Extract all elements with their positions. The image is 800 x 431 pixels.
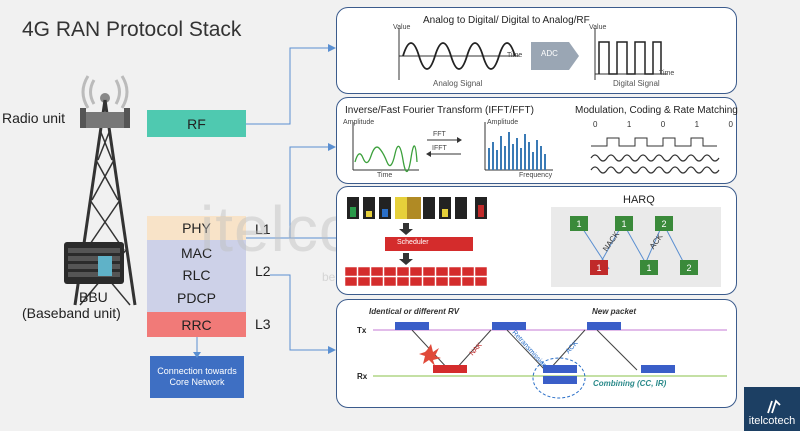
phy-layer: PHY xyxy=(147,216,246,240)
adc-panel-title: Analog to Digital/ Digital to Analog/RF xyxy=(423,15,590,26)
bbu-sub-label: (Baseband unit) xyxy=(22,305,121,321)
adc-diagram xyxy=(398,28,667,80)
harq-node: 1 xyxy=(590,260,608,275)
scheduler-label: Scheduler xyxy=(397,239,429,246)
harq-title: HARQ xyxy=(623,194,655,206)
ifft-arrow-label: IFFT xyxy=(432,145,447,152)
radio-tower-icon xyxy=(73,75,137,306)
bit-labels: 0 1 0 1 0 xyxy=(593,120,733,129)
fft-amplitude-axis-1: Amplitude xyxy=(343,119,375,126)
mac-panel: Scheduler HARQ 1 1 2 1 1 2 NACK ACK xyxy=(336,186,737,295)
tx-label: Tx xyxy=(357,326,367,335)
fft-amplitude-axis-2: Amplitude xyxy=(487,119,519,126)
bit-label: 0 xyxy=(660,120,666,129)
digital-time-axis: Time xyxy=(659,70,675,77)
fft-diagram xyxy=(352,122,720,174)
l2-stack xyxy=(147,240,246,312)
rlc-layer: RLC xyxy=(182,267,211,283)
page-title: 4G RAN Protocol Stack xyxy=(22,18,242,41)
pdcp-layer: PDCP xyxy=(177,290,216,306)
digital-value-axis: Value xyxy=(589,24,607,31)
logo-mark-icon xyxy=(767,399,781,414)
rx-label: Rx xyxy=(357,372,368,381)
fft-arrow-label: FFT xyxy=(433,131,446,138)
digital-signal-label: Digital Signal xyxy=(613,79,660,88)
fft-frequency-axis: Frequency xyxy=(519,172,553,179)
bit-label: 1 xyxy=(626,120,632,129)
combining-label: Combining (CC, IR) xyxy=(593,379,667,388)
harq-node: 2 xyxy=(655,216,673,231)
fft-panel-title: Inverse/Fast Fourier Transform (IFFT/FFT… xyxy=(345,105,534,116)
harq-node: 1 xyxy=(615,216,633,231)
bit-label: 1 xyxy=(694,120,700,129)
rrc-layer: RRC xyxy=(147,312,246,337)
mac-layer: MAC xyxy=(180,245,213,261)
level-l1: L1 xyxy=(255,221,271,237)
logo-text: itelcotech xyxy=(748,415,796,427)
analog-signal-label: Analog Signal xyxy=(433,79,483,88)
scheduler-diagram xyxy=(344,197,488,287)
radio-unit-label: Radio unit xyxy=(2,110,66,126)
bit-label: 0 xyxy=(593,120,598,129)
fft-time-axis: Time xyxy=(377,172,393,179)
level-l2: L2 xyxy=(255,263,271,279)
harq-timing-diagram xyxy=(373,322,727,399)
adc-time-axis: Time xyxy=(507,52,523,59)
new-packet-label: New packet xyxy=(592,307,637,316)
harq-node: 2 xyxy=(680,260,698,275)
adc-value-axis: Value xyxy=(393,24,411,31)
level-l3: L3 xyxy=(255,316,271,332)
core-network-box: Connection towards Core Network xyxy=(150,356,244,398)
bbu-label: BBU xyxy=(79,289,108,305)
bbu-device-icon xyxy=(64,242,124,284)
bit-label: 0 xyxy=(728,120,733,129)
fft-panel: Inverse/Fast Fourier Transform (IFFT/FFT… xyxy=(336,97,738,184)
rf-box: RF xyxy=(147,110,246,137)
mod-panel-title: Modulation, Coding & Rate Matching xyxy=(575,105,738,116)
harq-timing-panel: Identical or different RV New packet Tx … xyxy=(336,299,737,408)
harq-node: 1 xyxy=(570,216,588,231)
company-logo: itelcotech xyxy=(744,387,800,431)
harq-node: 1 xyxy=(640,260,658,275)
harq-heading: Identical or different RV xyxy=(369,307,460,316)
adc-panel: Analog to Digital/ Digital to Analog/RF … xyxy=(336,7,737,94)
adc-arrow-label: ADC xyxy=(541,49,558,58)
